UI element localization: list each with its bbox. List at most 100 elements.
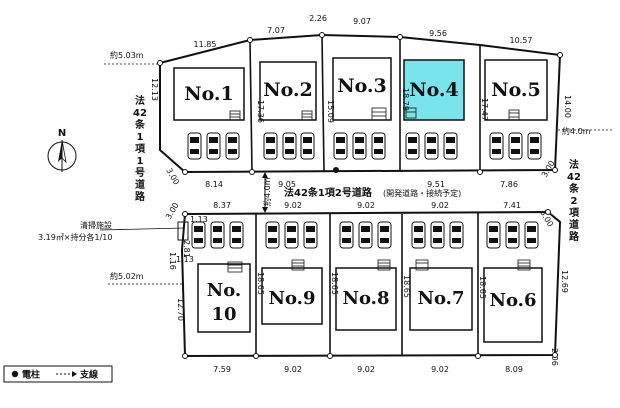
svg-text:14.00: 14.00 [563,95,572,118]
svg-text:18.65: 18.65 [478,276,487,299]
svg-text:1.16: 1.16 [168,252,177,270]
road-label-center: 法42条1項2号道路 [284,186,373,199]
svg-text:9.02: 9.02 [431,201,449,210]
facility-name: 清掃施設 [80,220,112,230]
svg-text:9.05: 9.05 [278,180,296,189]
svg-text:18.65: 18.65 [402,275,411,298]
svg-text:9.02: 9.02 [357,365,375,374]
svg-text:17.36: 17.36 [256,100,265,123]
north-houses [173,57,548,121]
house-no9 [261,267,323,325]
south-houses [197,259,543,343]
svg-text:2: 2 [571,196,578,207]
house-no8 [335,267,397,331]
svg-text:2.26: 2.26 [309,14,327,23]
svg-text:7.07: 7.07 [267,26,285,35]
svg-text:9.02: 9.02 [284,201,302,210]
legend: 電柱 支線 [3,365,113,383]
legend-guy-label: 支線 [79,369,98,381]
svg-text:道: 道 [569,218,579,231]
svg-text:42: 42 [133,108,147,119]
road-label-center-note: (開発道路・接続予定) [383,188,461,198]
lot-label-no4: No.4 [409,79,459,101]
svg-text:8.14: 8.14 [205,180,223,189]
lot-label-no9: No.9 [269,288,316,309]
legend-pole-icon [11,370,19,378]
svg-text:路: 路 [569,230,580,243]
legend-pole-label: 電柱 [22,369,40,381]
lot-label-no1: No.1 [184,83,234,105]
svg-text:12.69: 12.69 [560,270,569,293]
facility-detail: 3.19㎡×持分各1/10 [38,232,112,242]
road-width-markers: 約5.03m 約5.02m 約4.0m 約4.0m [104,50,612,285]
svg-text:15.09: 15.09 [326,100,335,123]
svg-text:7.41: 7.41 [503,201,521,210]
svg-text:約5.02m: 約5.02m [110,271,144,281]
house-no7 [409,267,473,331]
svg-text:17.47: 17.47 [480,98,489,121]
mid-north-dimensions: 8.14 9.05 9.51 7.86 [205,180,518,189]
utility-poles [157,32,563,359]
svg-text:9.07: 9.07 [353,17,371,26]
lot-label-no5: No.5 [491,79,541,101]
svg-text:9.56: 9.56 [429,29,447,38]
svg-text:1: 1 [137,156,144,167]
svg-text:項: 項 [569,207,580,219]
svg-text:約4.0m: 約4.0m [262,177,272,206]
compass-north-label: N [58,128,66,139]
lot-label-no3: No.3 [337,75,387,97]
north-lot-dividers [249,34,481,173]
road-label-right: 法 42 条 2 項 道 路 [567,158,581,243]
svg-text:法: 法 [135,94,145,107]
svg-text:7.86: 7.86 [500,180,518,189]
north-block-boundary [159,33,562,174]
lot-label-no6: No.6 [490,290,537,311]
svg-text:18.79: 18.79 [401,88,410,111]
svg-text:約4.0m: 約4.0m [562,126,591,136]
road-label-left: 法 42 条 1 項 1 号 道 路 [133,94,147,203]
svg-text:42: 42 [567,172,581,183]
svg-text:約5.03m: 約5.03m [110,50,144,60]
lot-label-no7: No.7 [418,288,465,309]
mid-south-dimensions: 8.37 9.02 9.02 9.02 7.41 [213,201,521,210]
svg-text:9.02: 9.02 [357,201,375,210]
svg-text:9.02: 9.02 [431,365,449,374]
depth-dimensions: 17.36 15.09 18.79 17.47 18.65 18.65 18.6… [150,78,572,321]
svg-text:項: 項 [135,143,146,155]
svg-text:18.65: 18.65 [330,272,339,295]
house-no3 [332,57,392,121]
bottom-dimensions: 7.59 9.02 9.02 9.02 8.09 [213,365,523,374]
svg-text:7.59: 7.59 [213,365,231,374]
house-no2 [259,61,317,121]
svg-text:12.70: 12.70 [176,298,185,321]
svg-text:1.13: 1.13 [176,255,194,264]
pole-marker [333,167,339,173]
svg-text:1.13: 1.13 [190,215,208,224]
svg-text:8.37: 8.37 [213,201,231,210]
lot-label-no10-a: No. [207,280,241,301]
svg-text:10.57: 10.57 [510,36,533,45]
facility-box [177,221,189,241]
svg-text:法: 法 [569,158,579,171]
top-dimensions: 11.85 7.07 2.26 9.07 9.56 10.57 [194,14,533,49]
compass: N [47,128,77,172]
south-lot-dividers [255,213,479,356]
svg-text:条: 条 [568,182,580,195]
svg-text:9.02: 9.02 [284,365,302,374]
svg-text:道: 道 [135,178,145,191]
svg-text:18.65: 18.65 [256,272,265,295]
svg-text:号: 号 [135,167,145,179]
svg-text:2.81: 2.81 [182,240,191,258]
svg-text:1: 1 [137,132,144,143]
lot-label-no2: No.2 [263,79,313,101]
svg-text:8.09: 8.09 [505,365,523,374]
svg-text:12.13: 12.13 [150,78,159,101]
svg-text:条: 条 [134,118,146,131]
house-no6 [483,267,543,343]
house-no10 [197,263,251,333]
svg-text:9.51: 9.51 [427,180,445,189]
lot-label-no8: No.8 [343,288,390,309]
house-no4 [403,59,465,121]
lot-label-no10-b: 10 [211,304,236,325]
